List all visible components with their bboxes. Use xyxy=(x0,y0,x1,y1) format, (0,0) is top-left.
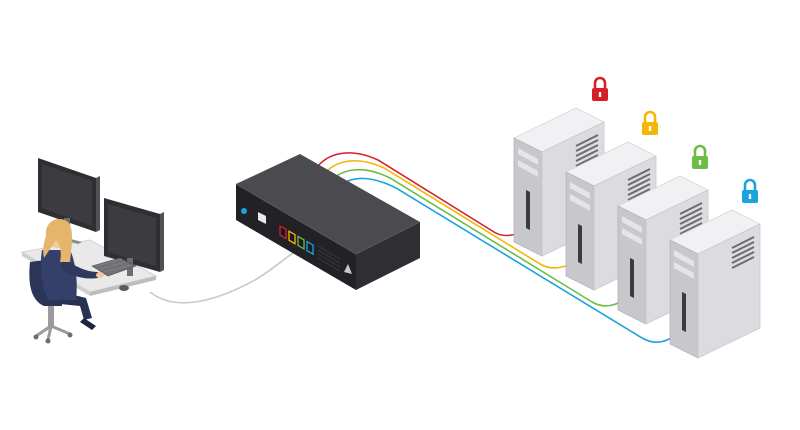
server-drive-bay xyxy=(622,216,642,233)
server-drive-bay xyxy=(622,228,642,245)
server-vent xyxy=(627,173,651,186)
server-vent xyxy=(575,154,599,167)
server-vent xyxy=(575,144,599,157)
server-vent xyxy=(679,207,703,220)
padlock-keyhole xyxy=(698,160,702,165)
padlock-keyhole xyxy=(748,194,752,199)
server-vent xyxy=(731,241,755,254)
user-workstation-icon xyxy=(20,158,164,344)
padlock-keyhole xyxy=(648,126,652,131)
padlock-icon xyxy=(742,178,758,203)
mouse xyxy=(119,285,129,291)
kvm-top xyxy=(236,154,420,254)
kvm-side xyxy=(356,222,420,290)
padlock-shackle xyxy=(593,76,607,88)
server-vent xyxy=(679,202,703,215)
servers-group xyxy=(513,107,761,359)
server-vent xyxy=(575,134,599,147)
kvm-channel-button-3 xyxy=(297,235,305,251)
server-slot xyxy=(682,292,686,332)
server-vent xyxy=(627,178,651,191)
server-drive-bay xyxy=(674,262,694,279)
kvm-select-button xyxy=(258,212,266,224)
server-vent xyxy=(679,222,703,235)
padlock-shackle xyxy=(693,144,707,156)
cable-server-4 xyxy=(341,177,681,343)
server-vent xyxy=(679,217,703,230)
monitor-left xyxy=(38,158,100,244)
server-vent xyxy=(627,188,651,201)
server-vent xyxy=(575,139,599,152)
server-tower-icon xyxy=(669,209,761,359)
server-drive-bay xyxy=(570,182,590,199)
kvm-channel-buttons xyxy=(279,224,314,256)
monitor-right xyxy=(104,198,164,276)
server-slot xyxy=(526,190,530,230)
padlock-shackle xyxy=(743,178,757,190)
kvm-channel-button-1 xyxy=(279,224,287,240)
kvm-logo-icon xyxy=(241,208,247,214)
padlock-icon xyxy=(642,110,658,135)
padlock-icon xyxy=(692,144,708,169)
server-vent xyxy=(731,236,755,249)
server-vent xyxy=(731,256,755,269)
kvm-channel-button-4 xyxy=(306,240,314,256)
server-slot xyxy=(578,224,582,264)
kvm-brand-logo-icon xyxy=(344,264,352,274)
server-drive-bay xyxy=(674,250,694,267)
kvm-channel-button-2 xyxy=(288,230,296,245)
padlock-shackle xyxy=(643,110,657,122)
server-drive-bay xyxy=(518,148,538,165)
person xyxy=(40,218,104,330)
server-slot xyxy=(630,258,634,298)
padlock-keyhole xyxy=(598,92,602,97)
server-drive-bay xyxy=(570,194,590,211)
kvm-switch-icon xyxy=(235,154,421,290)
padlock-icon xyxy=(592,76,608,101)
server-vent xyxy=(575,149,599,162)
kvm-front xyxy=(236,184,356,290)
locks-group xyxy=(592,76,758,203)
server-vent xyxy=(679,212,703,225)
server-drive-bay xyxy=(518,160,538,177)
server-vent xyxy=(627,183,651,196)
server-vent xyxy=(731,251,755,264)
cable-server-2 xyxy=(325,159,577,269)
server-vent xyxy=(627,168,651,181)
server-vent xyxy=(731,246,755,259)
user-link-cable xyxy=(149,247,301,304)
kvm-grille xyxy=(317,245,341,272)
